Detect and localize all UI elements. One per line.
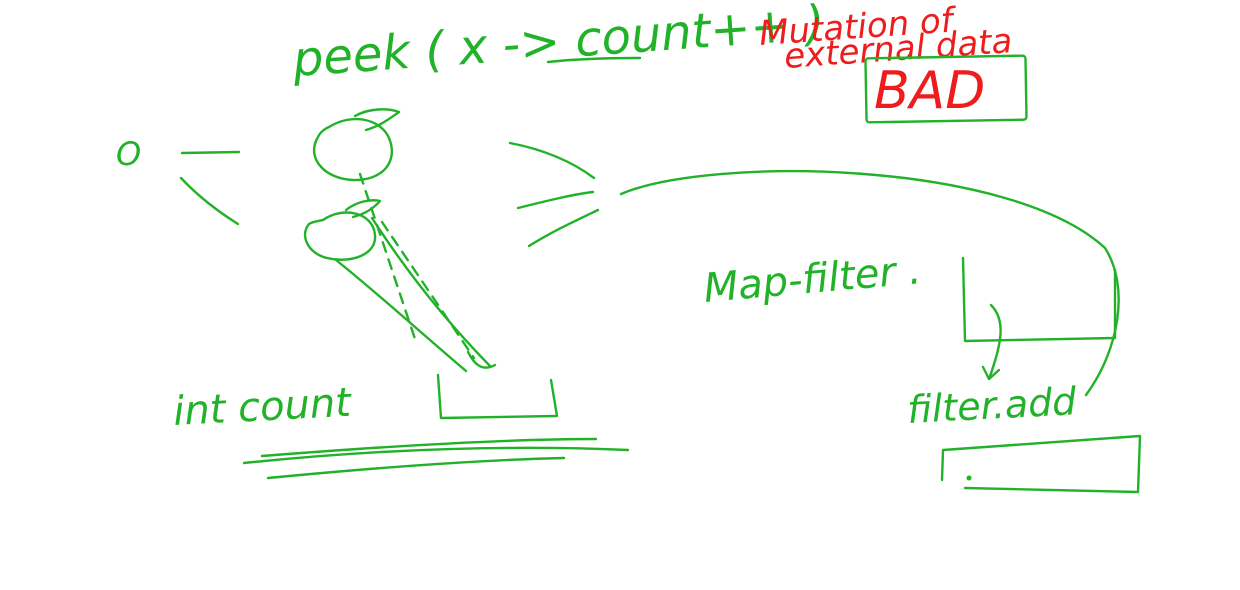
filter-add-label: filter.add xyxy=(906,379,1078,432)
ground-line-1 xyxy=(242,446,630,465)
beam-left xyxy=(334,258,468,373)
beam-endcap xyxy=(466,350,497,369)
filter-bracket xyxy=(961,256,1117,343)
left-dash xyxy=(180,150,241,155)
small-circle-label: O xyxy=(116,135,141,173)
map-filter-label: Map-filter . xyxy=(702,247,923,312)
bad-label: BAD xyxy=(874,61,985,121)
result-dot xyxy=(966,475,972,481)
middle-arc-up xyxy=(508,141,596,180)
ground-line-2 xyxy=(260,437,598,458)
count-underline xyxy=(546,56,642,64)
int-count-label: int count xyxy=(172,380,353,435)
ground-line-3 xyxy=(266,456,566,480)
lower-ellipse xyxy=(303,211,377,261)
left-slope xyxy=(179,176,240,226)
lower-ellipse-hook xyxy=(344,199,382,219)
bad-box xyxy=(864,54,1028,124)
middle-arc-down xyxy=(527,208,600,248)
filter-arrow xyxy=(981,303,1002,381)
upper-dashed-beam xyxy=(358,172,418,344)
peek-expression: peek ( x -> count++ ) xyxy=(290,0,826,88)
result-box xyxy=(940,434,1142,494)
beam-right xyxy=(370,216,492,368)
collector-bucket xyxy=(436,373,559,420)
upper-ellipse-hook xyxy=(353,108,401,132)
upper-ellipse xyxy=(313,117,394,182)
middle-line xyxy=(516,190,595,210)
lower-dashed-beam xyxy=(380,220,476,360)
